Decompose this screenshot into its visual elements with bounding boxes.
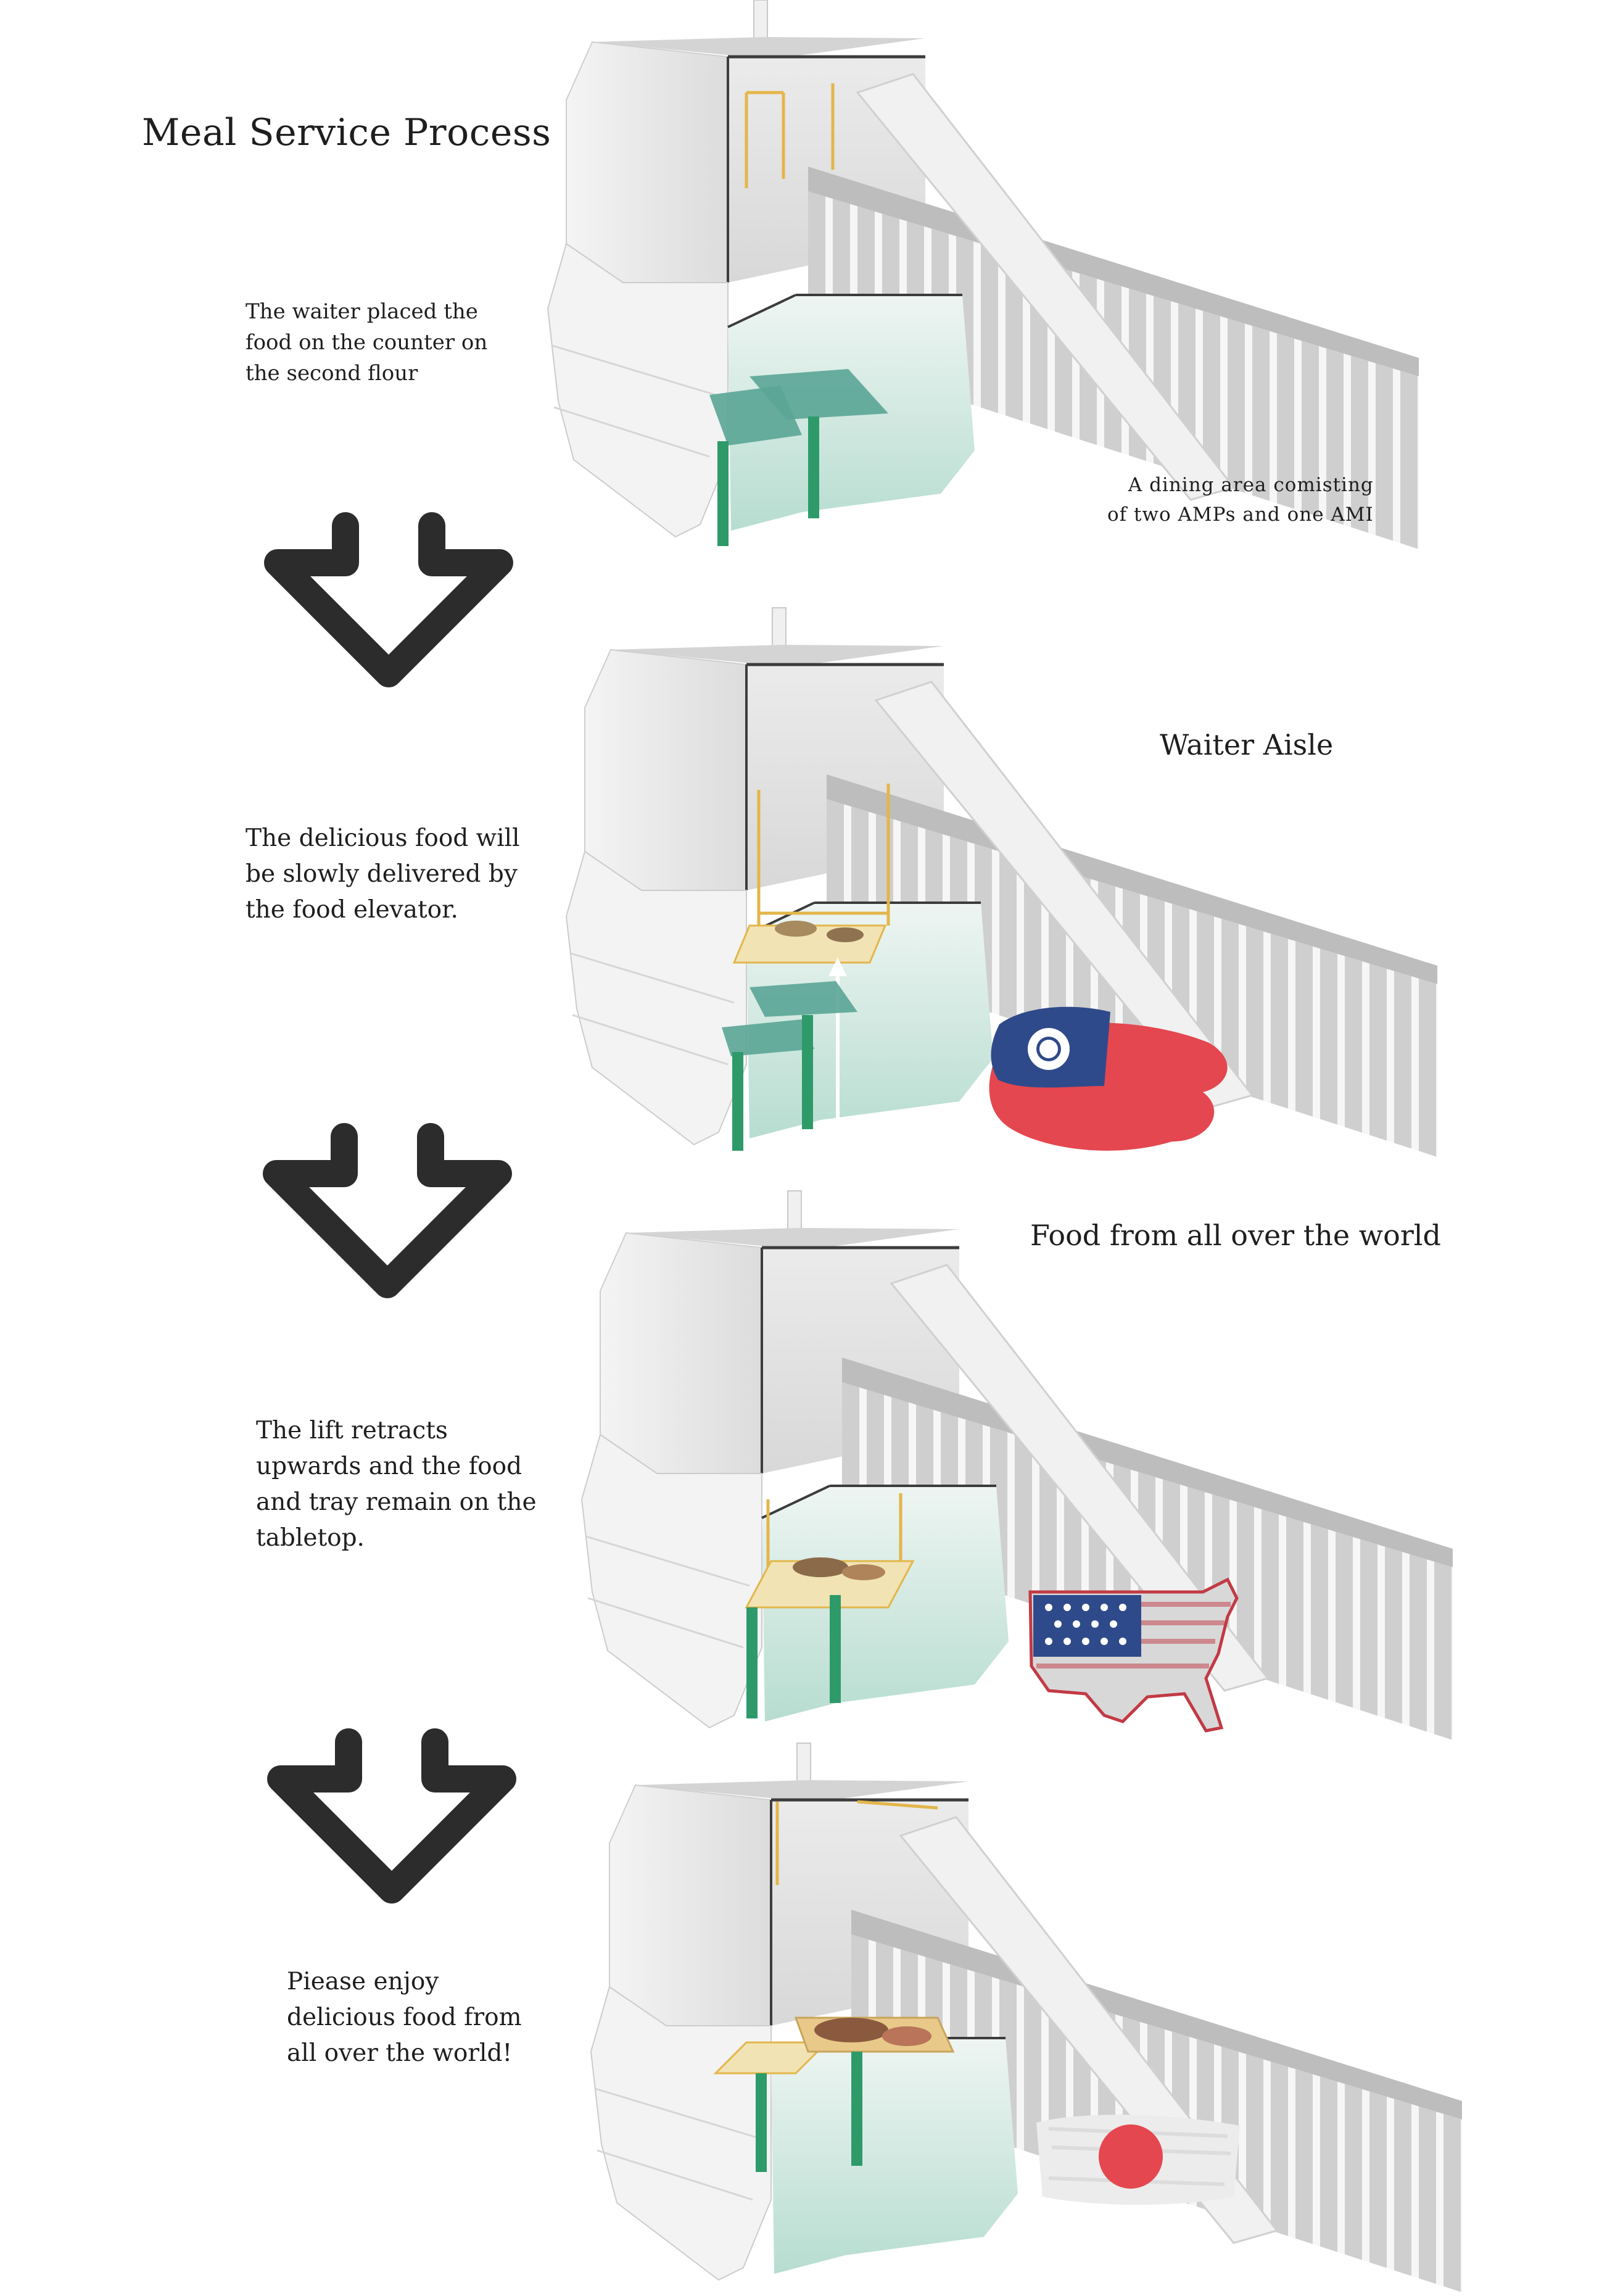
step-4-text: Piease enjoy delicious food from all ove… — [287, 1964, 522, 2071]
step-3-line-3: and tray remain on the — [256, 1488, 537, 1516]
step-2-line-2: be slowly delivered by — [246, 860, 518, 888]
step-1-text: The waiter placed the food on the counte… — [246, 296, 487, 389]
step-3-line-1: The lift retracts — [256, 1417, 448, 1444]
usa-map-flag-icon — [1028, 1577, 1239, 1733]
down-arrow-icon-2 — [276, 1137, 498, 1285]
step-4-line-2: delicious food from — [287, 2004, 522, 2031]
step-1-line-3: the second flour — [246, 361, 418, 386]
waiter-aisle-label: Waiter Aisle — [1160, 728, 1334, 761]
building-module-2 — [566, 608, 1437, 1157]
step-2-text: The delicious food will be slowly delive… — [246, 821, 519, 928]
taiwan-flag-icon — [989, 1006, 1228, 1151]
page-title: Meal Service Process — [142, 111, 551, 154]
dining-area-caption-line-2: of two AMPs and one AMI — [1107, 504, 1374, 526]
step-1-line-1: The waiter placed the — [246, 299, 478, 324]
step-2-line-1: The delicious food will — [246, 824, 520, 852]
down-arrow-icon-3 — [281, 1742, 503, 1890]
dining-area-caption: A dining area comisting of two AMPs and … — [1107, 470, 1374, 529]
building-module-4 — [591, 1743, 1462, 2292]
food-world-label: Food from all over the world — [1030, 1219, 1441, 1252]
down-arrow-icon-1 — [278, 526, 500, 674]
building-module-1 — [548, 0, 1419, 549]
step-4-line-3: all over the world! — [287, 2039, 513, 2067]
step-3-line-2: upwards and the food — [256, 1453, 522, 1480]
building-module-3 — [582, 1191, 1453, 1740]
step-3-text: The lift retracts upwards and the food a… — [256, 1413, 537, 1556]
step-2-line-3: the food elevator. — [246, 896, 458, 924]
step-1-line-2: food on the counter on — [246, 330, 488, 355]
japan-flag-icon — [1036, 2115, 1240, 2205]
step-4-line-1: Piease enjoy — [287, 1968, 439, 1996]
dining-area-caption-line-1: A dining area comisting — [1128, 474, 1374, 496]
step-3-line-4: tabletop. — [256, 1524, 365, 1552]
